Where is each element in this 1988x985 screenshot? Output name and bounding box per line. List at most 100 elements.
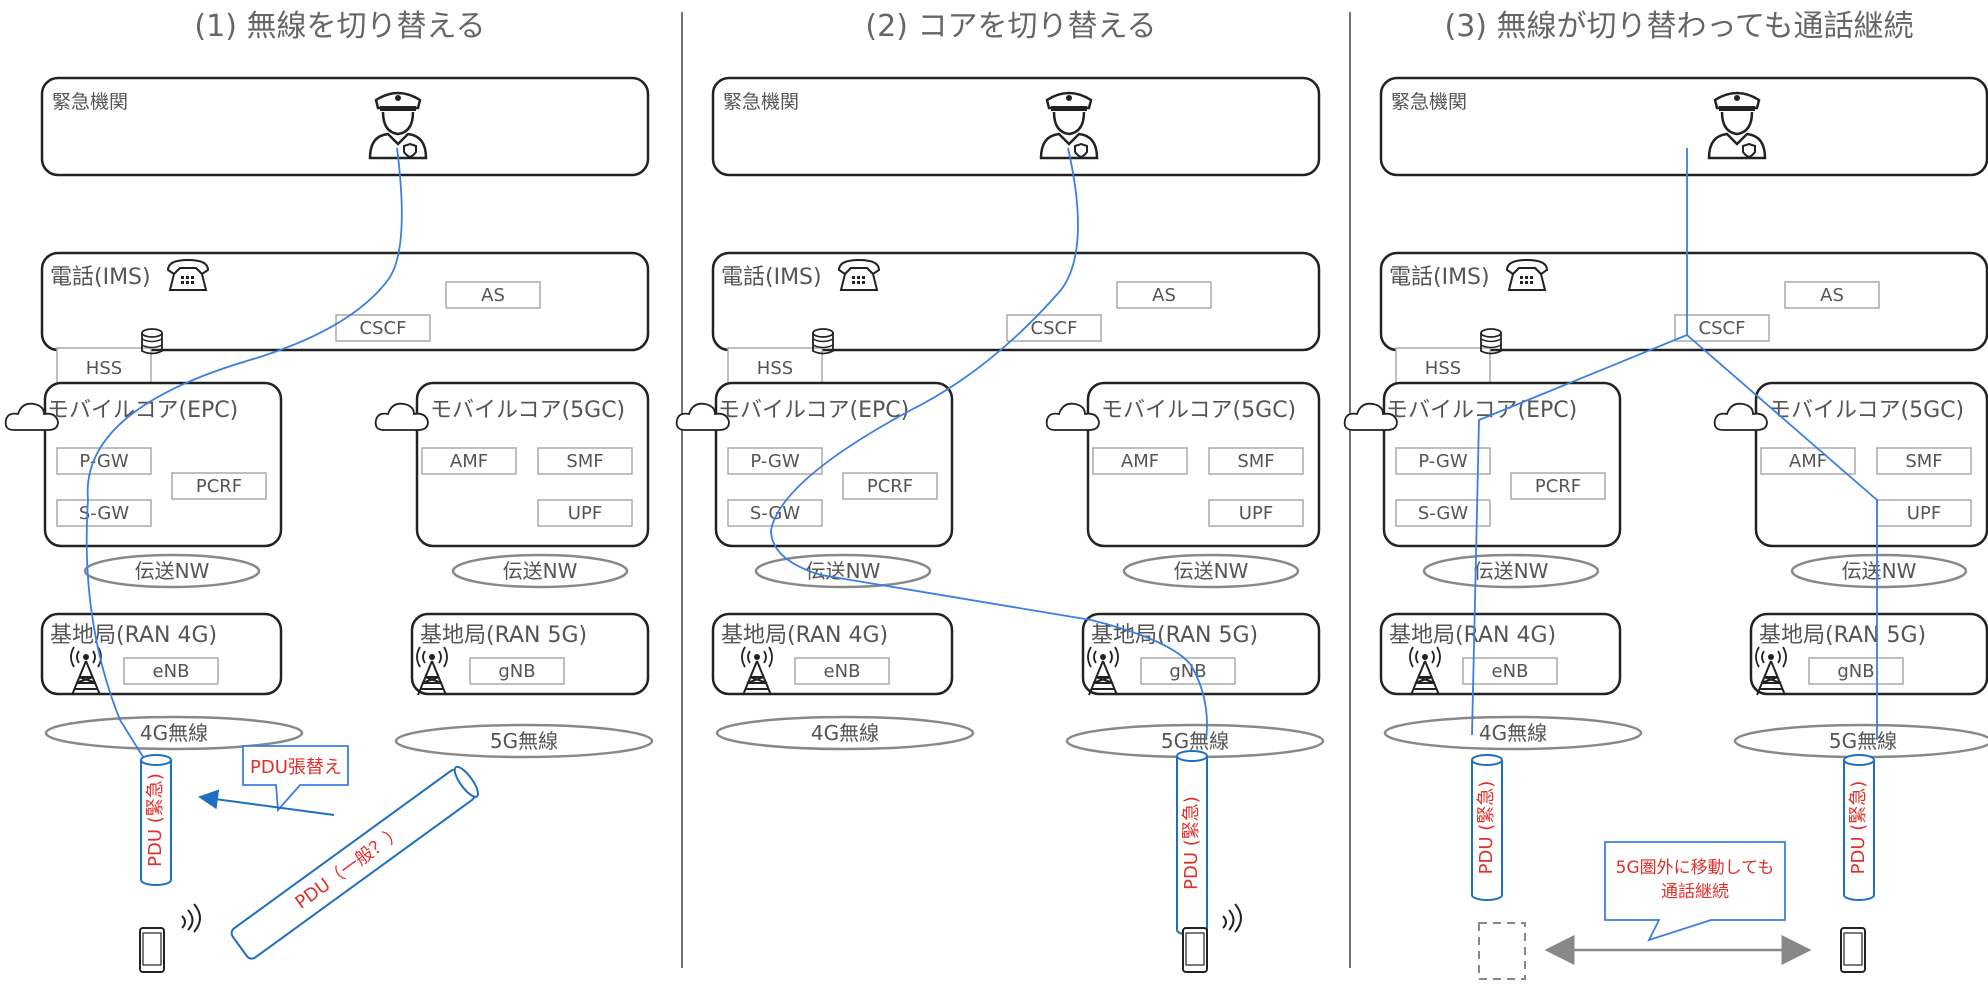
amf-box-label: AMF	[450, 451, 488, 472]
enb-box	[1462, 657, 1558, 685]
smf-box	[537, 447, 633, 475]
amf-box	[1092, 447, 1188, 475]
sgw-box	[1395, 499, 1491, 527]
pdu-emergency-4g: PDU (緊急)	[1471, 754, 1503, 901]
radio-4g	[44, 715, 304, 751]
gnb-box-label: gNB	[498, 661, 535, 682]
smf-box-label: SMF	[566, 451, 603, 472]
hss-box	[727, 347, 823, 389]
pcrf-box	[1510, 472, 1606, 500]
emergency-label: 緊急機関	[723, 91, 799, 113]
pdu-emergency-5g-body	[1843, 760, 1875, 901]
upf-box	[1876, 499, 1972, 527]
smartphone-icon	[1182, 927, 1208, 973]
pgw-box-label: P-GW	[1418, 451, 1468, 472]
panel-1: (1) 無線を切り替える緊急機関電話(IMS)ASCSCFHSSモバイルコア(E…	[4, 9, 654, 973]
smf-box	[1208, 447, 1304, 475]
pdu-emergency: PDU (緊急)	[1176, 750, 1208, 936]
arrow-icon	[198, 789, 335, 816]
callout-box	[242, 745, 349, 813]
upf-box	[537, 499, 633, 527]
emergency-label: 緊急機関	[1391, 91, 1467, 113]
pdu-general-end	[453, 765, 479, 798]
pdu-emergency-5g-top	[1843, 754, 1875, 766]
pdu-emergency-label: PDU (緊急)	[1181, 796, 1202, 890]
transport-nw-5gc	[451, 553, 629, 589]
radio-4g-label: 4G無線	[811, 721, 879, 745]
upf-box-label: UPF	[1907, 503, 1941, 524]
pdu-emergency-4g-label: PDU (緊急)	[1476, 781, 1497, 875]
smartphone-icon	[1840, 927, 1866, 973]
pdu-emergency-label: PDU (緊急)	[145, 773, 166, 867]
transport-nw-epc	[1422, 553, 1600, 589]
upf-box-label: UPF	[1239, 503, 1273, 524]
emergency-box	[1379, 76, 1988, 177]
ran4g-box	[40, 612, 283, 696]
hss-box	[56, 347, 152, 389]
smf-box-label: SMF	[1905, 451, 1942, 472]
panel-2: (2) コアを切り替える緊急機関電話(IMS)ASCSCFHSSモバイルコア(E…	[675, 9, 1325, 973]
sgw-box	[727, 499, 823, 527]
emergency-box	[711, 76, 1321, 177]
pdu-general: PDU（一般？）	[230, 765, 479, 960]
as-box-label: AS	[1152, 285, 1176, 306]
pdu-emergency-4g-top	[1471, 754, 1503, 766]
ran4g-label: 基地局(RAN 4G)	[1389, 623, 1556, 648]
enb-box	[123, 657, 219, 685]
pcrf-box	[171, 472, 267, 500]
transport-nw-epc-label: 伝送NW	[1474, 559, 1549, 583]
gnb-box-label: gNB	[1169, 661, 1206, 682]
enb-box-label: eNB	[824, 661, 861, 682]
telephone-icon	[838, 259, 880, 291]
enb-box-label: eNB	[153, 661, 190, 682]
pcrf-box-label: PCRF	[1535, 476, 1581, 497]
smartphone-icon	[139, 927, 165, 973]
signal-waves-icon	[1222, 903, 1242, 933]
sgw-box-label: S-GW	[79, 503, 130, 524]
pdu-emergency-top	[1176, 750, 1208, 762]
pcrf-box-label: PCRF	[196, 476, 242, 497]
hss-box-label: HSS	[757, 358, 793, 379]
ims-label: 電話(IMS)	[1389, 265, 1490, 290]
core5g-label: モバイルコア(5GC)	[1101, 398, 1296, 423]
sgw-box	[56, 499, 152, 527]
radio-5g-label: 5G無線	[1829, 729, 1897, 753]
smartphone-outline	[1478, 922, 1526, 980]
cscf-box-label: CSCF	[360, 318, 407, 339]
ims-label: 電話(IMS)	[721, 265, 822, 290]
upf-box	[1208, 499, 1304, 527]
hss-box-label: HSS	[1425, 358, 1461, 379]
pdu-emergency-5g-label: PDU (緊急)	[1848, 781, 1869, 875]
cscf-box	[335, 314, 431, 342]
cscf-box	[1006, 314, 1102, 342]
smf-box-label: SMF	[1237, 451, 1274, 472]
transport-nw-5gc-label: 伝送NW	[1842, 559, 1917, 583]
gnb-box	[1808, 657, 1904, 685]
ran5g-label: 基地局(RAN 5G)	[1759, 623, 1926, 648]
ran4g-label: 基地局(RAN 4G)	[721, 623, 888, 648]
ran4g-box	[711, 612, 954, 696]
pgw-box-label: P-GW	[750, 451, 800, 472]
radio-4g-label: 4G無線	[140, 721, 208, 745]
signal-path	[1471, 148, 1878, 740]
as-box	[1116, 281, 1212, 309]
hss-box	[1395, 347, 1491, 389]
panel-title: (1) 無線を切り替える	[194, 9, 485, 44]
transport-nw-5gc-label: 伝送NW	[1174, 559, 1249, 583]
transport-nw-epc	[83, 553, 261, 589]
emergency-box	[40, 76, 650, 177]
amf-box	[1760, 447, 1856, 475]
hss-box-label: HSS	[86, 358, 122, 379]
signal-waves-icon	[181, 903, 201, 933]
radio-5g-label: 5G無線	[490, 729, 558, 753]
radio-4g	[715, 715, 975, 751]
enb-box-label: eNB	[1492, 661, 1529, 682]
as-box-label: AS	[1820, 285, 1844, 306]
radio-4g-label: 4G無線	[1479, 721, 1547, 745]
ran4g-label: 基地局(RAN 4G)	[50, 623, 217, 648]
transport-nw-5gc	[1790, 553, 1968, 589]
ims-label: 電話(IMS)	[50, 265, 151, 290]
transport-nw-epc-label: 伝送NW	[135, 559, 210, 583]
